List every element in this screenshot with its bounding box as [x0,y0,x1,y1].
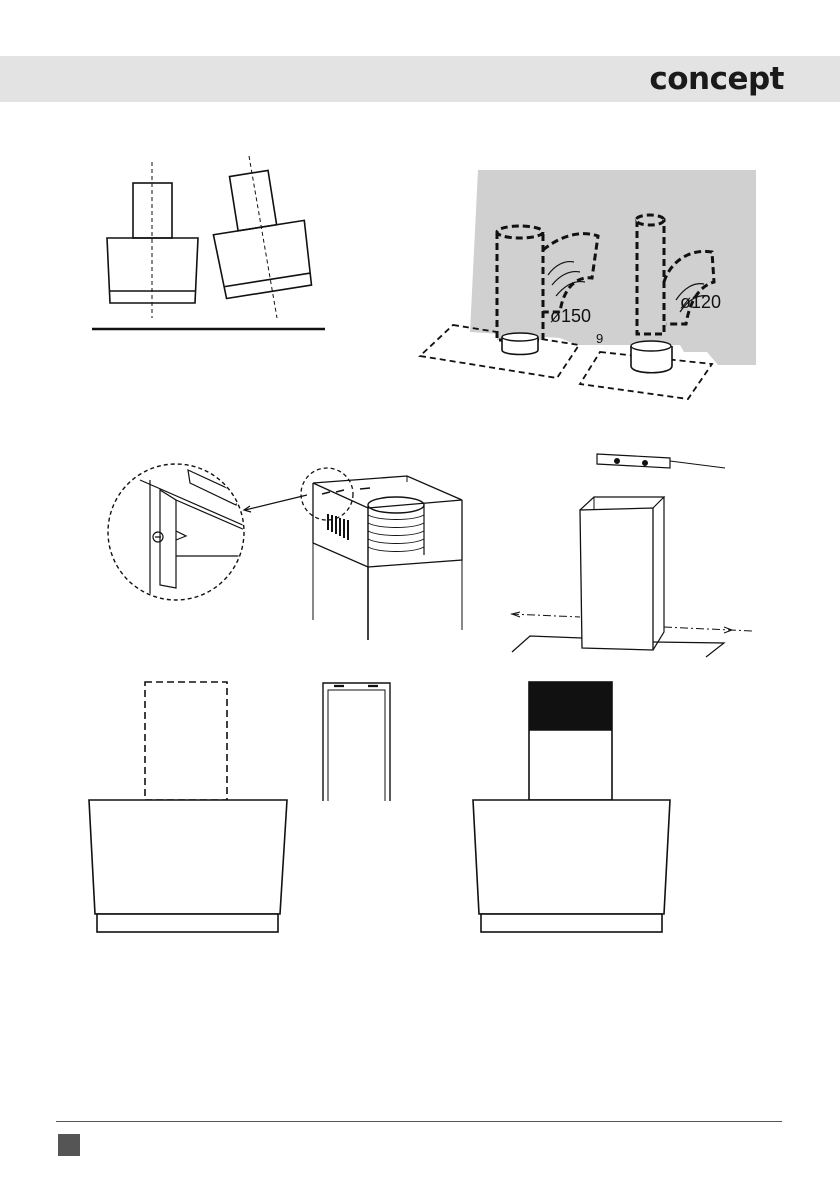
hood-a-body [89,800,287,914]
footer-rule [56,1121,782,1122]
page-marker-square [58,1134,80,1156]
hood-a-base [97,914,278,932]
hood-b-base [481,914,662,932]
hood-b-body [473,800,670,914]
hood-a-chimney-dashed [145,682,227,800]
u-bracket [323,683,390,801]
hood-b-chimney-top [529,682,612,730]
